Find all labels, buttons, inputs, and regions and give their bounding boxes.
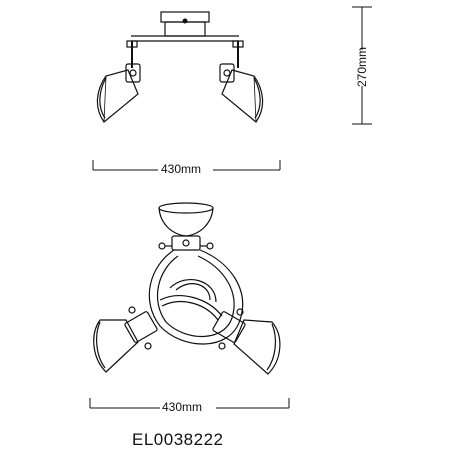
height-dimension xyxy=(352,6,372,125)
plan-top-center xyxy=(182,239,190,247)
bottom-width-label: 430mm xyxy=(162,400,203,414)
top-width-dimension xyxy=(92,160,281,171)
right-joint-knob xyxy=(223,69,231,77)
plan-arm-cross-b xyxy=(161,301,219,321)
right-joint xyxy=(219,63,235,83)
left-shade xyxy=(96,63,141,123)
right-shade-outer xyxy=(221,69,264,123)
plan-view-fixture xyxy=(93,202,281,375)
plan-arm-inner xyxy=(156,255,235,338)
plan-left-knob-bottom xyxy=(144,342,152,350)
plan-top-socket xyxy=(171,235,201,251)
right-stem-collar xyxy=(232,40,244,48)
plan-arm-outer xyxy=(148,249,244,345)
plan-left-shade-body xyxy=(93,319,139,373)
plan-right-knob-bottom xyxy=(218,342,226,350)
plan-top-shade-body xyxy=(158,207,214,237)
left-shade-inner xyxy=(99,77,107,119)
plan-top-shade xyxy=(158,202,214,251)
product-code: EL0038222 xyxy=(132,430,224,449)
height-label: 270mm xyxy=(355,47,369,88)
plan-right-socket xyxy=(212,311,246,343)
right-shade-rim xyxy=(253,75,257,123)
top-width-label: 430mm xyxy=(161,162,202,176)
right-shade xyxy=(219,63,264,123)
right-shade-inner xyxy=(253,77,261,119)
plan-top-knob-left xyxy=(158,242,166,250)
plan-left-socket xyxy=(124,311,158,343)
left-shade-rim xyxy=(103,75,107,123)
left-stem-collar xyxy=(126,40,138,48)
plan-top-shade-rim xyxy=(158,202,214,214)
bottom-width-dimension xyxy=(89,398,290,409)
plan-left-shade xyxy=(93,306,158,373)
canopy-box xyxy=(164,21,206,37)
left-joint-knob xyxy=(129,69,137,77)
plan-arm-cross-a xyxy=(159,295,223,317)
plan-top-knob-right xyxy=(206,242,214,250)
plan-left-knob-top xyxy=(128,306,136,314)
left-shade-outer xyxy=(96,69,139,123)
plan-left-shade-inner xyxy=(95,321,106,369)
plan-right-shade xyxy=(212,308,281,375)
plan-right-shade-inner xyxy=(266,323,277,371)
canopy-screw xyxy=(182,18,188,24)
plan-arm-loop-a xyxy=(175,283,211,301)
plan-arm-loop-b xyxy=(169,279,217,303)
side-view-fixture xyxy=(96,11,264,123)
plan-right-shade-body xyxy=(233,319,281,375)
plan-right-knob-top xyxy=(236,308,244,316)
